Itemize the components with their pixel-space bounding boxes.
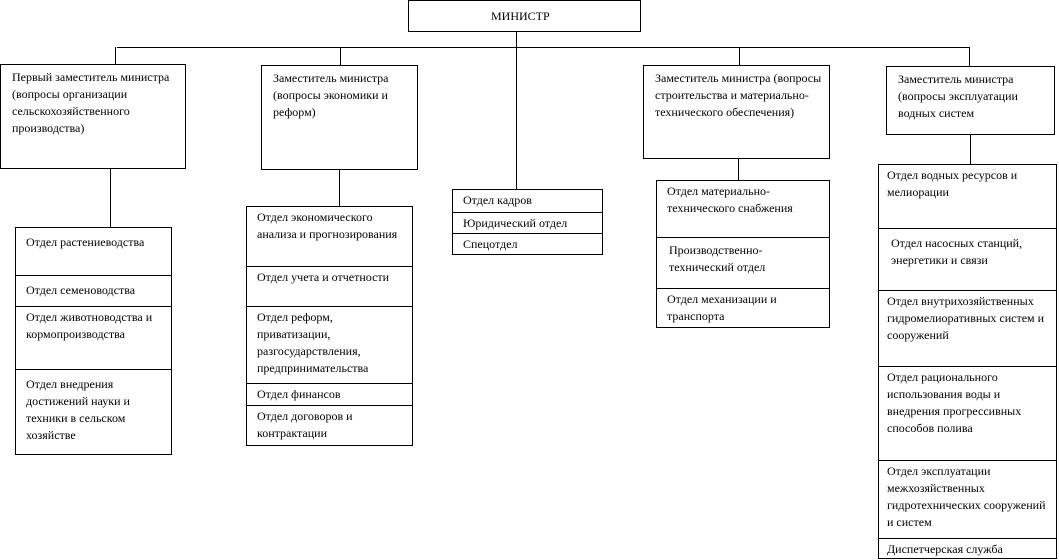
- department-item: Отдел эксплуатации межхозяйственных гидр…: [879, 460, 1056, 538]
- department-item: Отдел реформ, приватизации, разгосударст…: [247, 306, 412, 383]
- department-item: Отдел рационального использования воды и…: [879, 366, 1056, 460]
- department-item: Отдел учета и отчетности: [247, 266, 412, 306]
- minister-box: МИНИСТР: [408, 0, 641, 32]
- department-item: Отдел материально-технического снабжения: [667, 184, 793, 215]
- departments-construction: Отдел материально-технического снабжения…: [656, 180, 830, 328]
- connector: [110, 168, 111, 227]
- department-item: Отдел внедрения достижений науки и техни…: [16, 369, 171, 454]
- connector: [340, 47, 341, 65]
- department-item: Отдел семеноводства: [16, 275, 171, 306]
- departments-direct: Отдел кадров Юридический отдел Спецотдел: [452, 189, 603, 255]
- departments-agriculture: Отдел растениеводства Отдел семеноводств…: [15, 227, 172, 455]
- department-item: Диспетчерская служба: [879, 538, 1056, 558]
- department-item: Отдел финансов: [247, 383, 412, 405]
- department-item: Отдел экономического анализа и прогнозир…: [257, 210, 398, 241]
- minister-label: МИНИСТР: [491, 9, 550, 23]
- connector-main-horizontal: [117, 47, 970, 48]
- connector: [969, 47, 970, 66]
- connector: [115, 47, 116, 64]
- department-item: Отдел внутрихозяйственных гидромелиорати…: [879, 290, 1056, 366]
- deputy-label: Заместитель министра (вопросы экономики …: [273, 71, 389, 119]
- deputy-box-water: Заместитель министра (вопросы эксплуатац…: [886, 66, 1055, 135]
- department-item: Отдел животноводства и кормопроизводства: [16, 306, 171, 369]
- department-item: Отдел кадров: [463, 193, 532, 207]
- department-item: Отдел насосных станций, энергетики и свя…: [879, 228, 1056, 290]
- department-item: Отдел водных ресурсов и мелиорации: [887, 168, 1018, 199]
- departments-water: Отдел водных ресурсов и мелиорации Отдел…: [878, 164, 1057, 559]
- deputy-label: Заместитель министра (вопросы строительс…: [655, 71, 822, 119]
- deputy-label: Заместитель министра (вопросы эксплуатац…: [898, 72, 1018, 120]
- connector: [970, 134, 971, 164]
- connector: [738, 158, 739, 180]
- department-item: Отдел растениеводства: [26, 235, 145, 249]
- department-item: Отдел механизации и транспорта: [657, 288, 829, 327]
- deputy-box-economy: Заместитель министра (вопросы экономики …: [261, 65, 418, 170]
- connector-minister-down: [516, 31, 517, 189]
- department-item: Отдел договоров и контрактации: [247, 405, 412, 445]
- department-item: Спецотдел: [453, 233, 602, 254]
- deputy-box-agriculture: Первый заместитель министра (вопросы орг…: [0, 64, 186, 169]
- department-item: Юридический отдел: [453, 212, 602, 233]
- connector: [739, 47, 740, 65]
- deputy-label: Первый заместитель министра (вопросы орг…: [12, 70, 170, 135]
- department-item: Производственно-технический отдел: [657, 237, 829, 288]
- connector: [339, 169, 340, 206]
- departments-economy: Отдел экономического анализа и прогнозир…: [246, 206, 413, 446]
- deputy-box-construction: Заместитель министра (вопросы строительс…: [643, 65, 830, 159]
